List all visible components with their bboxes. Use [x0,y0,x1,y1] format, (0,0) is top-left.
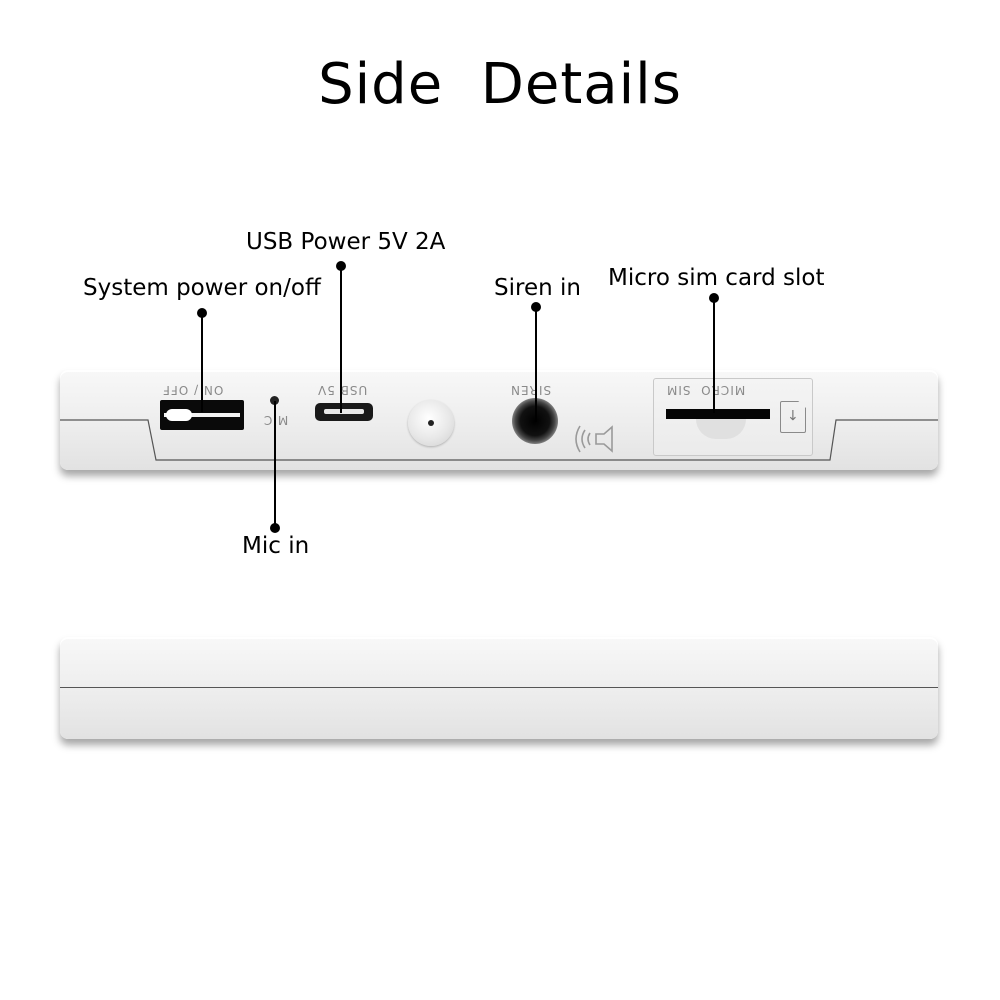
callout-dot-power [197,308,207,318]
usb-port[interactable] [315,403,373,421]
sim-card-icon: ↑ [780,401,806,433]
page-title: Side Details [318,52,682,117]
round-button[interactable] [408,400,454,446]
label-power-switch: System power on/off [83,275,321,301]
label-mic: Mic in [242,533,310,559]
callout-line-mic [274,401,276,528]
sim-slot[interactable] [666,409,770,419]
switch-engraving: ON / OFF [162,383,224,397]
mic-hole [270,396,279,405]
sim-slot-recess [696,419,746,439]
speaker-sound-icon [575,425,613,453]
device-side-bottom [60,637,938,739]
callout-dot-usb [336,261,346,271]
callout-line-power [201,312,203,412]
callout-dot-mic [270,523,280,533]
callout-line-usb [340,266,342,413]
sim-arrow: ↑ [787,406,799,422]
bottom-seam-line [60,687,938,688]
sim-slot-panel: MICRO SIM ↑ [653,378,813,456]
label-siren: Siren in [494,275,581,301]
callout-dot-siren [531,302,541,312]
usb-engraving: USB 5V [317,383,368,397]
recessed-panel-outline [60,419,938,461]
callout-dot-sim [709,293,719,303]
callout-line-sim [713,298,715,413]
siren-engraving: SIREN [510,383,552,397]
label-usb: USB Power 5V 2A [246,229,446,255]
label-sim: Micro sim card slot [608,265,825,291]
callout-line-siren [535,307,537,422]
power-switch-knob[interactable] [166,409,192,421]
sim-engraving: MICRO SIM [666,383,746,397]
